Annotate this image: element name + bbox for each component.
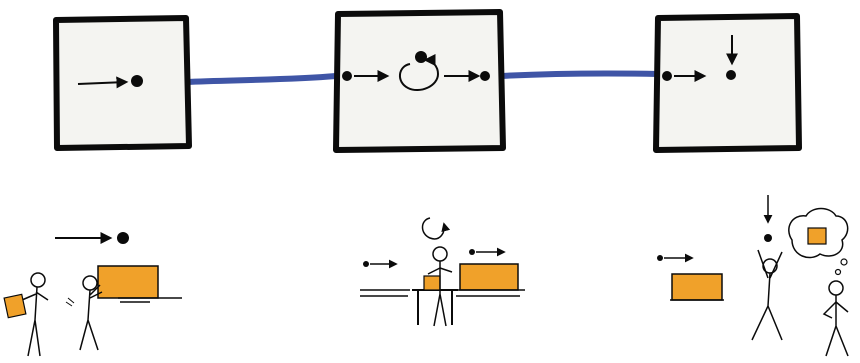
arrow-into-dot-icon [77,75,143,89]
person-catching-dot-icon [751,249,783,341]
dot-arrow-loop-arrow-dot-icon [342,51,490,92]
package-box [459,263,519,291]
package-box [671,273,723,301]
box-processor [333,9,506,153]
thinking-person-icon [822,280,849,357]
connector-line-1 [183,73,339,85]
loop-arrow-icon [421,217,451,240]
connector-line-2 [497,70,661,79]
person-carrying-box-icon [3,272,49,357]
scene-push [3,232,182,357]
arrow-from-above-icon [763,195,773,242]
arrow-from-above-icon [662,35,738,82]
arrow-into-dot-icon [55,232,129,244]
box-consumer [653,13,802,153]
dot-arrow-left-icon [363,259,398,269]
thought-bubble-icon [788,207,849,276]
dot-arrow-right-icon [469,247,506,257]
person-pushing-box-icon [65,275,103,351]
package-box [97,265,159,299]
box-producer [53,15,192,151]
dot-arrow-icon [657,253,694,263]
scene-think [657,195,849,357]
scene-workbench [360,217,525,327]
person-at-workbench-icon [427,246,453,327]
